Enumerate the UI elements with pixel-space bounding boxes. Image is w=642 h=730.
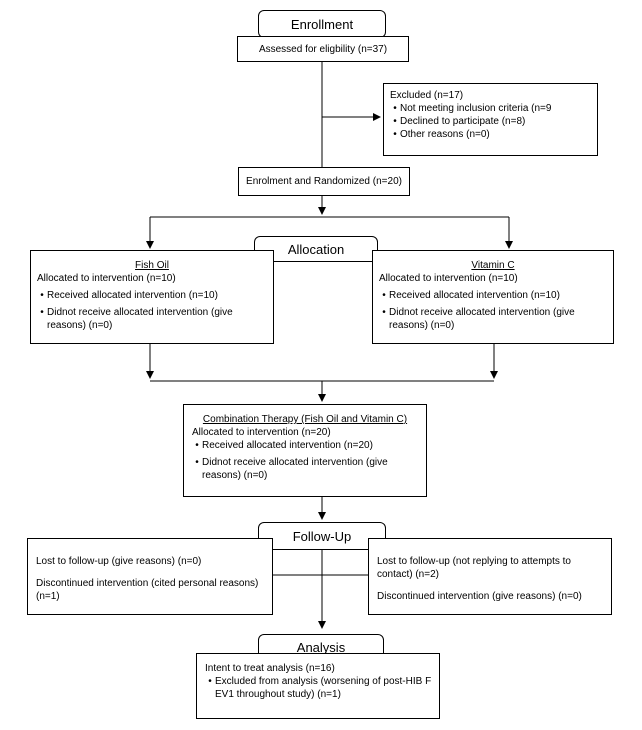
randomized-box: Enrolment and Randomized (n=20) bbox=[238, 167, 410, 196]
combination-not-received: •Didnot receive allocated intervention (… bbox=[195, 457, 388, 481]
vitamin-c-not-received: •Didnot receive allocated intervention (… bbox=[382, 307, 575, 331]
assessed-text: Assessed for eligbility (n=37) bbox=[258, 43, 388, 55]
analysis-itt: Intent to treat analysis (n=16) bbox=[205, 663, 335, 674]
excluded-item: •Not meeting inclusion criteria (n=9 bbox=[393, 103, 552, 114]
combination-title: Combination Therapy (Fish Oil and Vitami… bbox=[202, 414, 408, 425]
analysis-box: Intent to treat analysis (n=16) •Exclude… bbox=[196, 653, 440, 719]
followup-right-box: Lost to follow-up (not replying to attem… bbox=[368, 538, 612, 615]
vitamin-c-title: Vitamin C bbox=[471, 260, 515, 271]
stage-followup-label: Follow-Up bbox=[292, 528, 352, 544]
stage-enrollment-label: Enrollment bbox=[290, 16, 354, 32]
fish-oil-box: Fish Oil Allocated to intervention (n=10… bbox=[30, 250, 274, 344]
stage-enrollment: Enrollment bbox=[258, 10, 386, 38]
combination-box: Combination Therapy (Fish Oil and Vitami… bbox=[183, 404, 427, 497]
randomized-text: Enrolment and Randomized (n=20) bbox=[246, 176, 402, 187]
fish-oil-allocated: Allocated to intervention (n=10) bbox=[37, 273, 176, 284]
fish-oil-not-received: •Didnot receive allocated intervention (… bbox=[40, 307, 233, 331]
stage-allocation: Allocation bbox=[254, 236, 378, 262]
excluded-item: •Declined to participate (n=8) bbox=[393, 116, 526, 127]
excluded-title: Excluded (n=17) bbox=[390, 90, 464, 101]
fish-oil-received: •Received allocated intervention (n=10) bbox=[40, 290, 218, 301]
stage-followup: Follow-Up bbox=[258, 522, 386, 550]
followup-left-lost: Lost to follow-up (give reasons) (n=0) bbox=[36, 556, 202, 567]
combination-allocated: Allocated to intervention (n=20) bbox=[192, 427, 331, 438]
assessed-box: Assessed for eligbility (n=37) bbox=[237, 36, 409, 62]
excluded-box: Excluded (n=17) •Not meeting inclusion c… bbox=[383, 83, 598, 156]
vitamin-c-allocated: Allocated to intervention (n=10) bbox=[379, 273, 518, 284]
vitamin-c-received: •Received allocated intervention (n=10) bbox=[382, 290, 560, 301]
fish-oil-title: Fish Oil bbox=[135, 260, 169, 271]
followup-left-box: Lost to follow-up (give reasons) (n=0) D… bbox=[27, 538, 273, 615]
analysis-excluded: •Excluded from analysis (worsening of po… bbox=[208, 676, 432, 700]
stage-allocation-label: Allocation bbox=[287, 241, 345, 257]
excluded-item: •Other reasons (n=0) bbox=[393, 129, 490, 140]
followup-right-lost: Lost to follow-up (not replying to attem… bbox=[377, 556, 571, 580]
combination-received: •Received allocated intervention (n=20) bbox=[195, 440, 373, 451]
followup-left-discontinued: Discontinued intervention (cited persona… bbox=[36, 578, 259, 602]
followup-right-discontinued: Discontinued intervention (give reasons)… bbox=[377, 591, 582, 602]
stage-analysis-label: Analysis bbox=[296, 639, 346, 655]
vitamin-c-box: Vitamin C Allocated to intervention (n=1… bbox=[372, 250, 614, 344]
